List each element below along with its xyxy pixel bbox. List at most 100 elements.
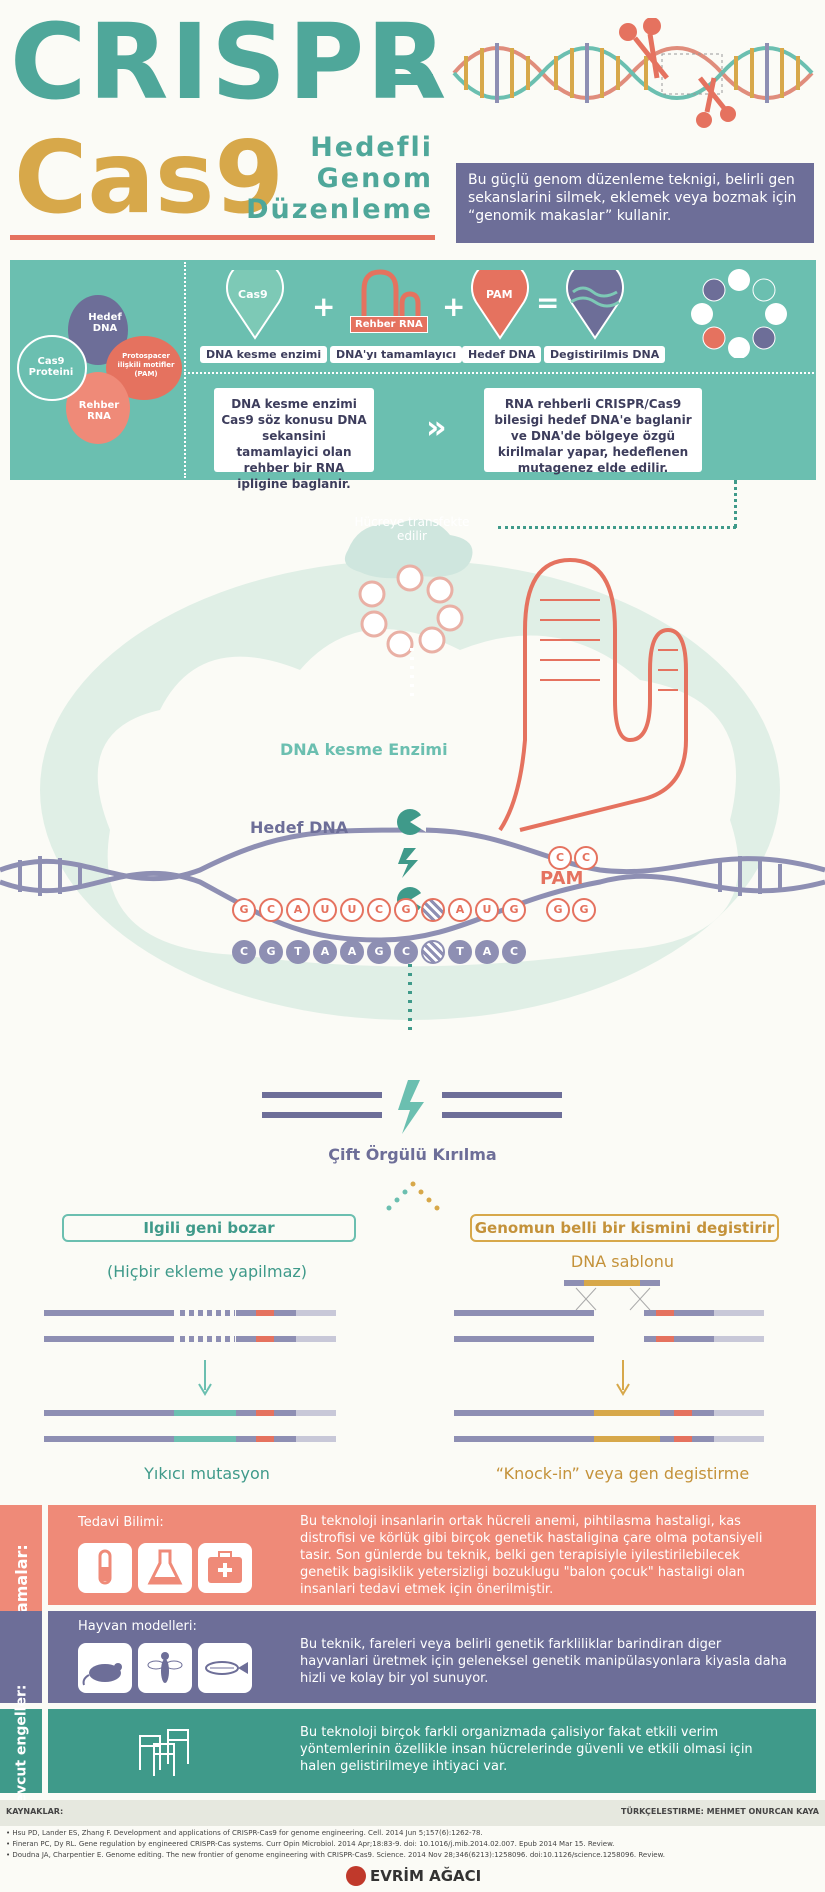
intro-box: Bu güçlü genom düzenleme teknigi, belirl…: [456, 163, 814, 243]
modified-dna-drop-icon: [566, 270, 624, 340]
rna-base: G: [232, 898, 256, 922]
outcome-diagrams: [44, 1280, 764, 1442]
title-underline: [10, 235, 435, 240]
evrim-agaci-logo-icon: [346, 1866, 366, 1886]
rna-strand: G C A U U C G A U G: [232, 898, 526, 922]
rna-base: C: [259, 898, 283, 922]
test-tube-icon: [78, 1543, 132, 1593]
translation-credit: TÜRKÇELESTIRME: MEHMET ONURCAN KAYA: [621, 1807, 819, 1816]
double-strand-break-icon: [262, 1080, 562, 1134]
obstacles-row: [48, 1709, 816, 1793]
plus-sign-2: +: [442, 290, 466, 323]
left-outcome-title: Ilgili geni bozar: [62, 1214, 356, 1242]
break-label: Çift Örgülü Kırılma: [328, 1145, 497, 1164]
right-outcome-note: DNA sablonu: [570, 1252, 675, 1271]
dna-base: C: [502, 940, 526, 964]
rna-base: G: [394, 898, 418, 922]
therapy-title: Tedavi Bilimi:: [78, 1515, 164, 1530]
subtitle-duzenleme: Düzenleme: [246, 194, 433, 225]
branch-dots: [386, 1181, 440, 1211]
title-crispr: CRISPR: [10, 1, 449, 123]
dna-base: C: [394, 940, 418, 964]
enzyme-label: DNA kesme Enzimi: [280, 740, 448, 759]
animal-side-tab: [0, 1611, 42, 1703]
rna-base: A: [286, 898, 310, 922]
rna-base: U: [340, 898, 364, 922]
therapy-text: Bu teknoloji insanlarin ortak hücreli an…: [300, 1514, 763, 1597]
left-outcome-result: Yıkıcı mutasyon: [144, 1464, 270, 1483]
animal-title: Hayvan modelleri:: [78, 1619, 197, 1634]
equals-sign: =: [536, 286, 560, 319]
mouse-icon: [78, 1643, 132, 1693]
connector-dots-horizontal: [498, 526, 736, 529]
step2-box: RNA rehberli CRISPR/Cas9 bilesigi hedef …: [484, 388, 702, 475]
plus-sign-1: +: [312, 290, 336, 323]
connector-dots-vertical: [734, 480, 737, 528]
cas9-drop-icon: [226, 270, 284, 340]
sources-label: KAYNAKLAR:: [6, 1807, 64, 1816]
target-dna-label: Hedef DNA: [250, 818, 349, 837]
petal-cas9: Cas9 Proteini: [28, 356, 74, 378]
pam-bottom-bases: G G: [546, 898, 596, 922]
label-dna-tamamlayici: DNA'yı tamamlayıcı: [330, 346, 463, 363]
obstacles-side-tab: Mevcut engeller:: [0, 1685, 42, 1817]
subtitle-hedefli: Hedefli: [310, 132, 433, 163]
fruit-fly-icon: [138, 1643, 192, 1693]
rehber-rna-tag: Rehber RNA: [350, 316, 428, 333]
dna-base: A: [313, 940, 337, 964]
first-aid-kit-icon: [198, 1543, 252, 1593]
reference-item: • Fineran PC, Dy RL. Gene regulation by …: [6, 1840, 615, 1848]
pam-top-bases: C C: [548, 846, 598, 870]
rna-base: U: [313, 898, 337, 922]
petal-rehber-rna: Rehber RNA: [78, 400, 120, 422]
panel-divider-vertical: [184, 262, 186, 478]
step1-box: DNA kesme enzimi Cas9 söz konusu DNA sek…: [214, 388, 374, 491]
rna-base: G: [502, 898, 526, 922]
cas9-tag: Cas9: [238, 288, 268, 301]
dna-base: A: [475, 940, 499, 964]
pam-label: PAM: [540, 868, 584, 889]
dna-base: T: [286, 940, 310, 964]
pam-drop-icon: [471, 270, 529, 340]
crispr-components-flower: [17, 295, 182, 444]
brand-name: EVRİM AĞACI: [370, 1867, 482, 1885]
pam-tag: PAM: [486, 288, 513, 301]
guide-rna-icon: [361, 269, 421, 326]
pam-base: C: [548, 846, 572, 870]
petal-pam: Protospacer ilişkili motifler (PAM): [117, 352, 175, 378]
rna-base-cut: [421, 898, 445, 922]
petal-hedef-dna: Hedef DNA: [88, 312, 122, 334]
rna-base: C: [367, 898, 391, 922]
plasmid-ring-icon: [691, 269, 787, 358]
dna-base: G: [367, 940, 391, 964]
dna-base: T: [448, 940, 472, 964]
title-dash: [395, 74, 433, 85]
hurdles-icon: [136, 1726, 190, 1778]
dna-base: G: [259, 940, 283, 964]
title-cas9: Cas9: [14, 119, 284, 236]
flask-icon: [138, 1543, 192, 1593]
transfect-label: Hücreye transfekte edilir: [354, 515, 470, 543]
pam-base: C: [574, 846, 598, 870]
label-hedef-dna: Hedef DNA: [462, 346, 542, 363]
right-outcome-title: Genomun belli bir kismini degistirir: [470, 1214, 779, 1242]
dna-base-cut: [421, 940, 445, 964]
obstacles-text: Bu teknoloji birçok farkli organizmada ç…: [300, 1725, 753, 1774]
subtitle-genom: Genom: [316, 163, 433, 194]
left-outcome-note: (Hiçbir ekleme yapilmaz): [106, 1262, 308, 1281]
animal-text: Bu teknik, fareleri veya belirli genetik…: [300, 1637, 787, 1686]
dna-scissors-illustration: [452, 18, 814, 128]
rna-base: A: [448, 898, 472, 922]
pam-base: G: [546, 898, 570, 922]
dna-base: A: [340, 940, 364, 964]
zebrafish-icon: [198, 1643, 252, 1693]
pam-base: G: [572, 898, 596, 922]
right-outcome-result: “Knock-in” veya gen degistirme: [495, 1464, 750, 1483]
label-dna-kesme-enzimi: DNA kesme enzimi: [200, 346, 328, 363]
label-degistirilmis-dna: Degistirilmis DNA: [544, 346, 666, 363]
rna-base: U: [475, 898, 499, 922]
panel-divider-horizontal: [184, 372, 814, 374]
reference-item: • Doudna JA, Charpentier E. Genome editi…: [6, 1851, 665, 1859]
dna-base: C: [232, 940, 256, 964]
step-arrow: »: [426, 408, 447, 446]
